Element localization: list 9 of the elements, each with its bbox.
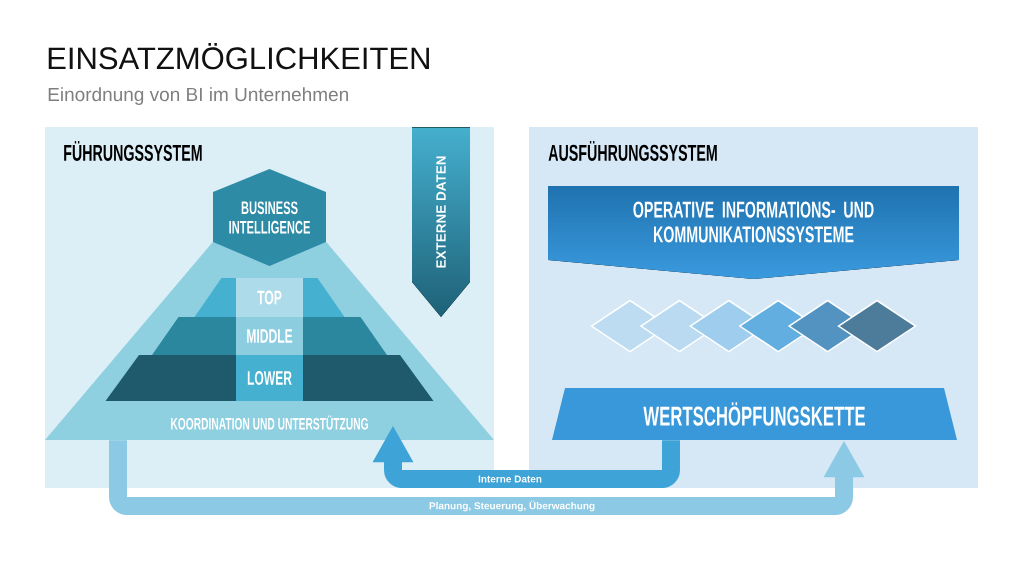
pyramid-layer: MIDDLE <box>152 317 387 355</box>
arrow-banner: EXTERNE DATEN <box>412 127 470 317</box>
banner: OPERATIVE INFORMATIONS- UND KOMMUNIKATIONSSYSTEME <box>548 186 959 279</box>
pyramid-layer: LOWER <box>105 355 434 401</box>
hexagon: BUSINESS INTELLIGENCE <box>213 169 326 266</box>
title: EINSATZMÖGLICHKEITEN <box>48 43 429 70</box>
subtitle: Einordnung von BI im Unternehmen <box>48 87 348 105</box>
pyramid-layer: TOP <box>194 278 345 317</box>
trapezoid-banner: WERTSCHÖPFUNGSKETTE <box>552 388 957 440</box>
